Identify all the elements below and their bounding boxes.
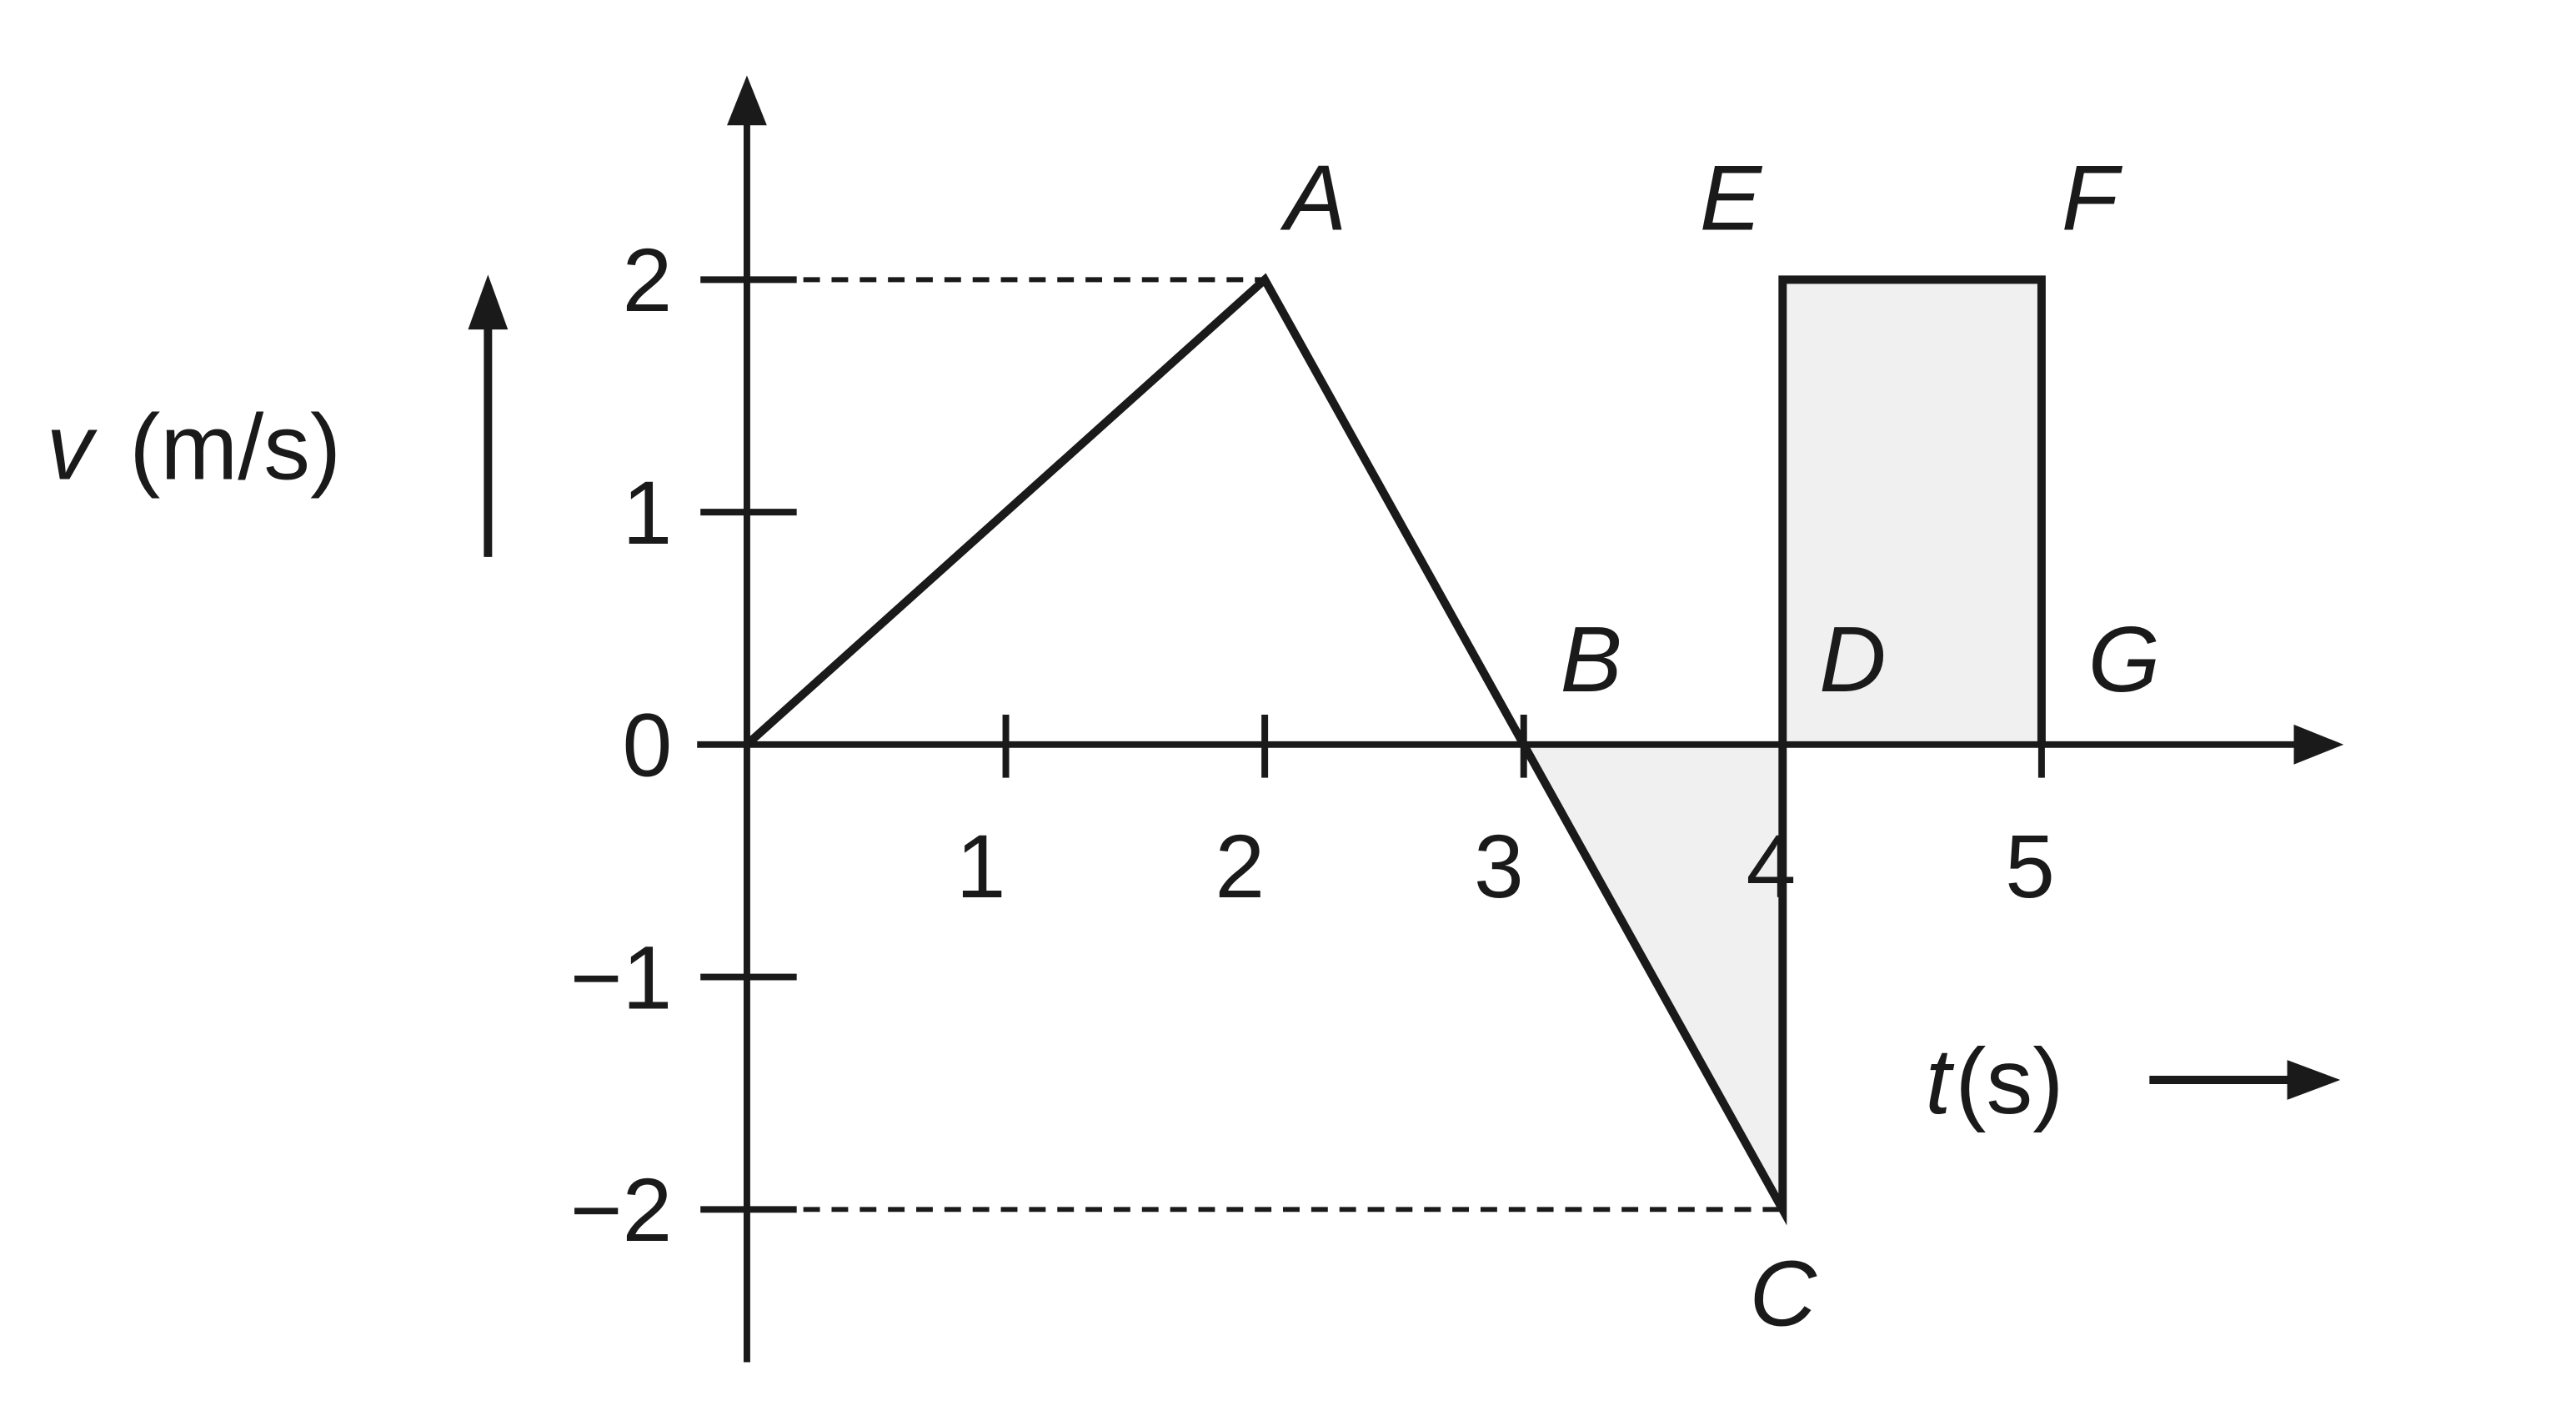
point-label-B: B [1561,607,1622,711]
x-tick-label: 3 [1474,816,1524,916]
point-label-C: C [1749,1242,1817,1346]
x-tick-label: 5 [2005,816,2055,916]
point-label-F: F [2062,146,2123,250]
x-axis-label-var: t [1926,1029,1955,1133]
x-axis-arrow [2293,724,2344,765]
point-label-G: G [2088,607,2161,711]
y-tick-label: 0 [623,695,673,796]
y-axis-label-unit: (m/s) [129,394,341,499]
y-tick-label: 2 [623,230,673,330]
x-tick-label: 1 [956,816,1006,916]
x-tick-label: 4 [1747,816,1797,916]
shaded-rectangle-DEFG [1782,279,2042,745]
y-axis-arrow [727,75,767,126]
point-label-A: A [1280,146,1346,250]
y-axis-label-var: v [47,394,98,499]
point-label-D: D [1819,607,1887,711]
series-line-velocity [744,273,2046,1226]
y-tick-label: −2 [570,1160,673,1260]
point-label-E: E [1700,146,1763,250]
x-axis-label-unit: (s) [1955,1029,2063,1133]
x-tick-label: 2 [1215,816,1265,916]
y-tick-label: 1 [623,463,673,563]
y-label-arrow-icon [468,274,509,557]
x-label-arrow-icon [2149,1060,2341,1100]
y-tick-label: −1 [570,927,673,1027]
